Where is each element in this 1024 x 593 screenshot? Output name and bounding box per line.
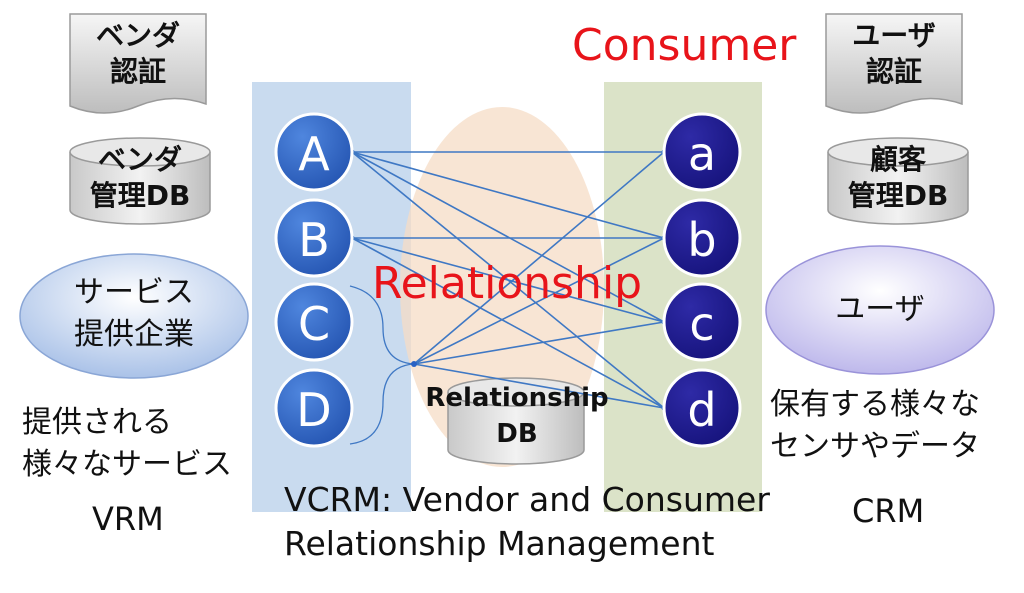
consumer-node-circle: [662, 198, 742, 278]
connection-hub-d: [413, 363, 665, 409]
customer-db-line1: 顧客: [869, 143, 926, 176]
vendor-node-label: B: [298, 213, 330, 267]
vendor-services-line2: 様々なサービス: [22, 447, 232, 482]
vendor-node-circle: [274, 368, 354, 448]
vendor-db-line2: 管理DB: [89, 179, 191, 212]
vendor-db-line1: ベンダ: [97, 143, 182, 176]
vendor-company-line2: 提供企業: [74, 317, 194, 352]
vendor-services-line1: 提供される: [22, 405, 172, 440]
connection-lines: [349, 149, 667, 411]
user-data-line2: センサやデータ: [770, 429, 980, 464]
user-label: ユーザ: [835, 292, 925, 327]
vendor-node-label: D: [296, 383, 331, 437]
footer-line1: VCRM: Vendor and Consumer: [284, 480, 770, 519]
consumer-node-d: d: [662, 368, 742, 448]
connection-hub-b: [413, 237, 665, 365]
customer-db-cylinder: [827, 137, 969, 225]
vendor-auth-line1: ベンダ: [95, 19, 180, 52]
vendor-company-oval: [19, 253, 249, 379]
consumer-node-label: c: [689, 297, 714, 351]
consumer-node-a: a: [662, 112, 742, 192]
vendor-node-circle: [274, 112, 354, 192]
vendor-node-A: A: [274, 112, 354, 192]
relationship-blob: [400, 107, 604, 467]
consumer-node-label: b: [687, 213, 716, 267]
vendor-company-line1: サービス: [74, 275, 194, 310]
relationship-db-line2: DB: [496, 419, 538, 449]
consumer-node-circle: [662, 112, 742, 192]
customer-db-label: 顧客 管理DB: [828, 142, 968, 214]
vcrm-footer: VCRM: Vendor and Consumer Relationship M…: [284, 478, 770, 566]
vrm-label: VRM: [92, 500, 164, 538]
consumer-node-label: d: [687, 383, 716, 437]
relationship-db-cylinder: [447, 377, 585, 465]
user-data-label: 保有する様々な センサやデータ: [770, 384, 980, 468]
vendor-node-circle: [274, 282, 354, 362]
vendor-node-D: D: [274, 368, 354, 448]
vendor-node-label: A: [298, 127, 330, 181]
vendor-node-circle: [274, 198, 354, 278]
vendor-node-C: C: [274, 282, 354, 362]
vendor-node-label: C: [298, 297, 330, 351]
vendor-auth-label: ベンダ 認証: [72, 18, 204, 90]
connection-A-c: [351, 151, 665, 323]
consumer-node-c: c: [662, 282, 742, 362]
hub-point: [411, 361, 417, 367]
crm-label: CRM: [852, 492, 925, 530]
vendor-services-label: 提供される 様々なサービス: [22, 402, 232, 486]
connection-hub-a: [413, 151, 665, 365]
consumer-node-circle: [662, 282, 742, 362]
vendor-db-label: ベンダ 管理DB: [70, 142, 210, 214]
user-auth-line1: ユーザ: [852, 19, 936, 52]
relationship-title: Relationship: [372, 258, 643, 309]
vendor-auth-line2: 認証: [109, 55, 166, 88]
relationship-db-line1: Relationship: [425, 383, 609, 413]
relationship-db-label: Relationship DB: [412, 380, 622, 452]
connection-B-d: [351, 237, 665, 409]
connection-A-d: [351, 151, 665, 409]
consumer-node-b: b: [662, 198, 742, 278]
user-auth-line2: 認証: [865, 55, 922, 88]
connection-A-b: [351, 151, 665, 239]
user-oval: [765, 245, 995, 375]
user-data-line1: 保有する様々な: [770, 387, 980, 422]
consumer-node-circle: [662, 368, 742, 448]
vendor-node-B: B: [274, 198, 354, 278]
customer-db-line2: 管理DB: [847, 179, 949, 212]
user-auth-label: ユーザ 認証: [828, 18, 960, 90]
consumer-node-label: a: [688, 127, 716, 181]
consumer-title: Consumer: [572, 20, 797, 71]
footer-line2: Relationship Management: [284, 524, 715, 563]
vendor-company-label: サービス 提供企業: [54, 272, 214, 356]
connection-hub-c: [413, 321, 665, 365]
vendor-db-cylinder: [69, 137, 211, 225]
user-auth-document: [825, 13, 963, 114]
vendor-auth-document: [69, 13, 207, 114]
